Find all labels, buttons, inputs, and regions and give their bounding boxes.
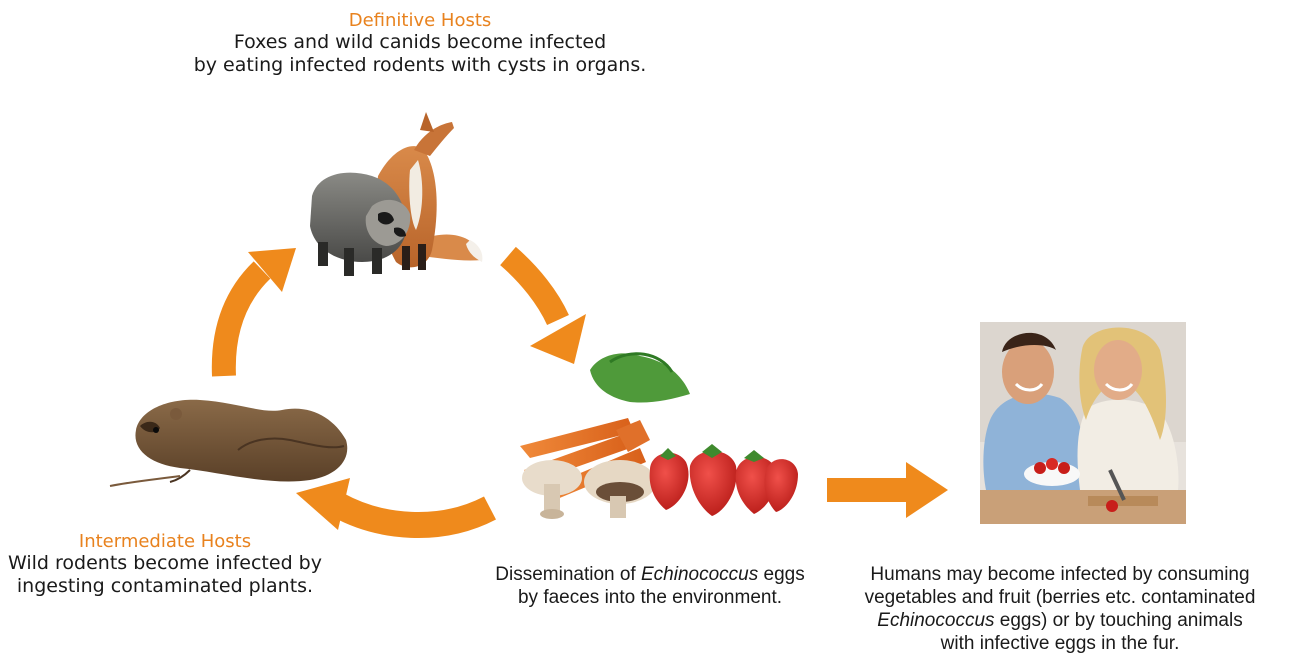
arrow-environment-to-rodent xyxy=(296,478,490,530)
fox-raccoon-illustration xyxy=(310,112,482,276)
vegetables-fruit-illustration xyxy=(520,353,798,519)
vole-illustration xyxy=(110,400,347,486)
arrow-fox-to-environment xyxy=(508,256,586,364)
arrow-environment-to-humans xyxy=(827,462,948,518)
people-photo xyxy=(980,322,1186,524)
arrow-rodent-to-fox xyxy=(224,248,296,376)
